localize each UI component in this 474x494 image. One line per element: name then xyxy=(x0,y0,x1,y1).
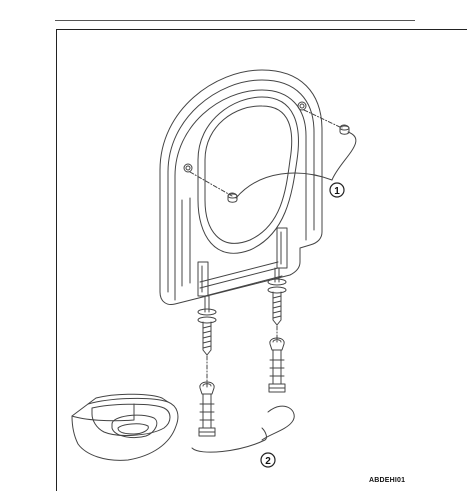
hinge-screw-left xyxy=(197,316,217,356)
toilet-seat-lid xyxy=(159,69,323,316)
callout-1-label: 1 xyxy=(334,186,340,197)
page-edge xyxy=(467,29,474,494)
leader-line-1b xyxy=(331,131,357,181)
alignment-lines xyxy=(189,109,343,389)
figure-code: ABDEHI01 xyxy=(369,477,406,484)
callout-2: 2 xyxy=(260,452,276,468)
callout-2-label: 2 xyxy=(265,456,271,467)
bumper-cap-left xyxy=(227,192,238,203)
fixing-anchor-right xyxy=(268,337,286,393)
leader-line-2a xyxy=(191,427,267,453)
fixing-anchor-left xyxy=(198,381,216,437)
leader-line-1a xyxy=(235,172,333,199)
hinge-screw-right xyxy=(267,286,287,326)
callout-1: 1 xyxy=(329,182,345,198)
toilet-bowl xyxy=(71,393,179,461)
top-rule xyxy=(55,20,415,21)
leader-line-2b xyxy=(261,405,295,441)
bumper-cap-right xyxy=(339,124,350,135)
